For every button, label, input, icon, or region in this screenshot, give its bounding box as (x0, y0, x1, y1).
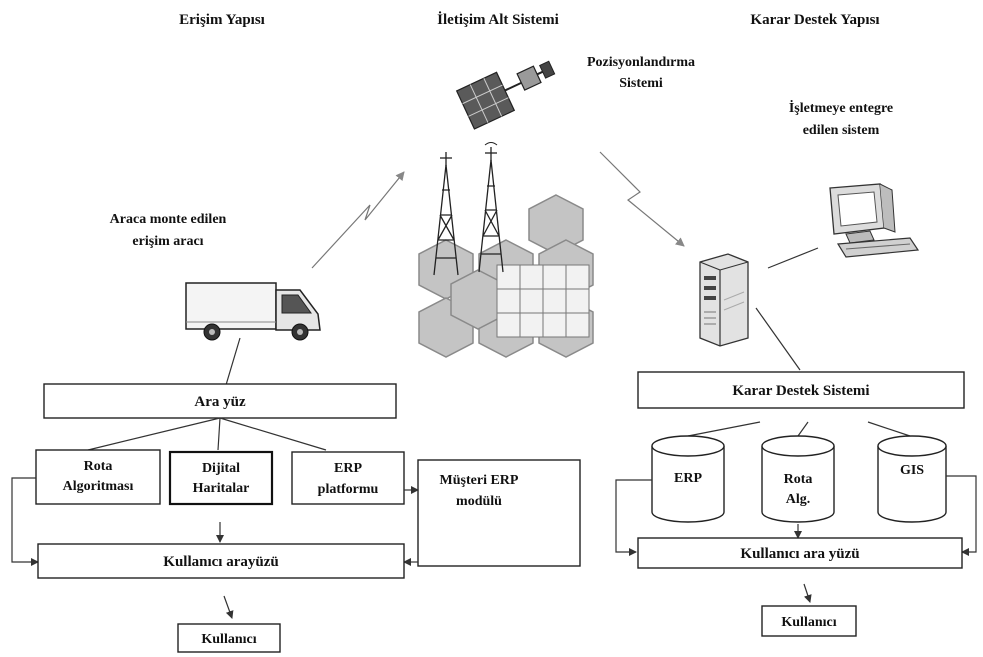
user-box-right (761, 605, 857, 637)
integrated-system-label-line1: İşletmeye entegre (789, 99, 893, 116)
dss-to-rota-db-connector (797, 421, 809, 437)
gis-database-label: GIS (900, 463, 924, 478)
customer-erp-module-label-line2: modülü (456, 494, 502, 509)
wireless-link-server (599, 151, 685, 247)
satellite-icon (455, 60, 556, 130)
erp-platform-label-line1: ERP (334, 461, 362, 476)
user-interface-box-left (37, 543, 405, 579)
interface-to-dijital-connector (217, 417, 221, 451)
erp-platform-label-line2: platformu (318, 482, 379, 497)
rota-algorithm-label-line2: Algoritması (63, 479, 134, 494)
vehicle-label-line2: erişim aracı (132, 234, 203, 249)
server-icon (699, 253, 749, 347)
interface-to-rota-connector (87, 417, 221, 451)
header-access-structure: Erişim Yapısı (179, 12, 265, 28)
customer-erp-module-label-line1: Müşteri ERP (440, 473, 519, 488)
vehicle-label-line1: Araca monte edilen (110, 212, 227, 227)
digital-maps-label-line1: Dijital (202, 461, 240, 476)
erp-platform-box (291, 451, 405, 505)
user-interface-to-user-arrow-left (223, 595, 234, 619)
gis-database (877, 435, 947, 523)
wireless-link-vehicle (311, 171, 405, 269)
dss-to-gis-db-connector (867, 421, 911, 437)
integrated-system-label-line2: edilen sistem (803, 123, 880, 138)
rota-algorithm-label-line1: Rota (84, 459, 113, 474)
dss-to-erp-db-connector (687, 421, 761, 437)
user-interface-label-left: Kullanıcı arayüzü (163, 554, 278, 570)
decision-support-system-label: Karar Destek Sistemi (732, 383, 869, 399)
header-decision-support-structure: Karar Destek Yapısı (750, 12, 879, 28)
delivery-truck-icon (185, 282, 321, 341)
user-label-right: Kullanıcı (781, 615, 836, 630)
interface-label: Ara yüz (194, 394, 246, 410)
erp-database-label: ERP (674, 471, 702, 486)
customer-erp-module-box (417, 459, 581, 567)
user-interface-box-right (637, 537, 963, 569)
server-to-computer-connector (767, 247, 819, 269)
rota-alg-database-label-line1: Rota (784, 472, 813, 487)
user-box-left (177, 623, 281, 653)
user-label-left: Kullanıcı (201, 632, 256, 647)
truck-to-interface-connector (225, 337, 241, 386)
desktop-computer-icon (829, 183, 920, 258)
decision-support-system-box (637, 371, 965, 409)
server-to-dss-connector (755, 307, 801, 371)
user-interface-label-right: Kullanıcı ara yüzü (740, 546, 859, 562)
digital-maps-box (168, 450, 274, 506)
gis-db-to-user-interface-arrow (946, 475, 977, 556)
hexagon-network-icon (418, 194, 594, 358)
header-communication-subsystem: İletişim Alt Sistemi (437, 11, 559, 28)
interface-to-erp-connector (219, 417, 327, 451)
rota-algorithm-box (35, 449, 161, 505)
communication-towers-icon (433, 142, 504, 276)
positioning-label-line2: Sistemi (619, 76, 663, 91)
rota-alg-database (761, 435, 835, 523)
positioning-label-line1: Pozisyonlandırma (587, 55, 695, 70)
user-interface-to-user-arrow-right (803, 583, 812, 603)
erp-database (651, 435, 725, 523)
rota-to-user-interface-arrow (11, 477, 39, 566)
interface-box (43, 383, 397, 419)
rota-alg-database-label-line2: Alg. (786, 492, 811, 507)
digital-maps-label-line2: Haritalar (193, 481, 250, 496)
erp-db-to-user-interface-arrow (615, 479, 652, 556)
